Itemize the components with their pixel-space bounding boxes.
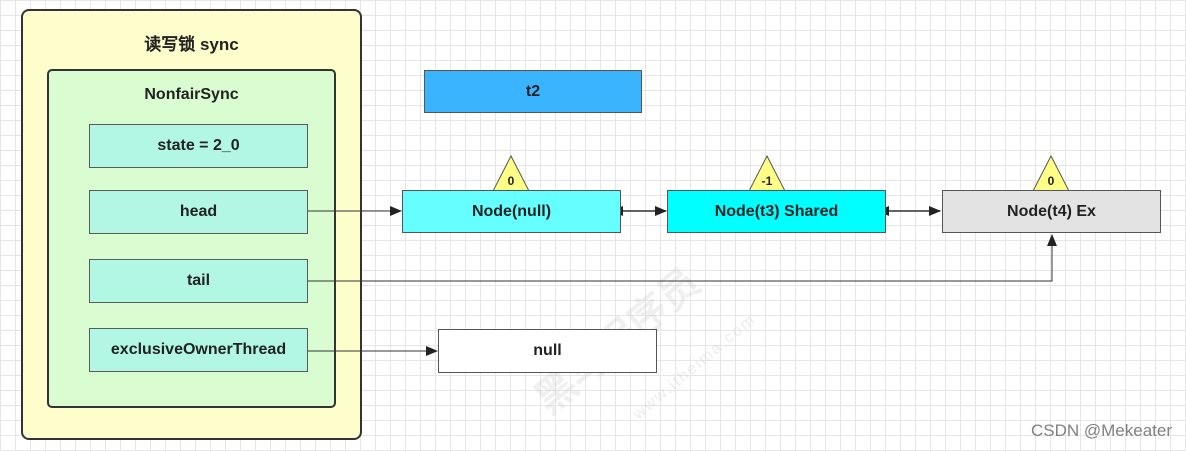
wait-status-label-2: 0 xyxy=(1047,174,1055,188)
node-t3-shared: Node(t3) Shared xyxy=(667,190,886,233)
tail-field: tail xyxy=(89,259,308,303)
state-field: state = 2_0 xyxy=(89,124,308,168)
thread-t2-box: t2 xyxy=(424,70,642,113)
wait-status-label-0: 0 xyxy=(507,174,515,188)
sync-title: 读写锁 sync xyxy=(144,35,239,54)
head-field: head xyxy=(89,190,308,234)
nonfair-sync-title: NonfairSync xyxy=(144,86,239,103)
node-null: Node(null) xyxy=(402,190,621,233)
exclusive-owner-thread-field: exclusiveOwnerThread xyxy=(89,328,308,372)
node-t4-exclusive: Node(t4) Ex xyxy=(942,190,1161,233)
csdn-watermark: CSDN @Mekeater xyxy=(1030,421,1172,440)
tail-pointer-arrow xyxy=(308,234,1057,282)
owner-null-box: null xyxy=(438,329,657,373)
wait-status-label-1: -1 xyxy=(761,174,773,188)
